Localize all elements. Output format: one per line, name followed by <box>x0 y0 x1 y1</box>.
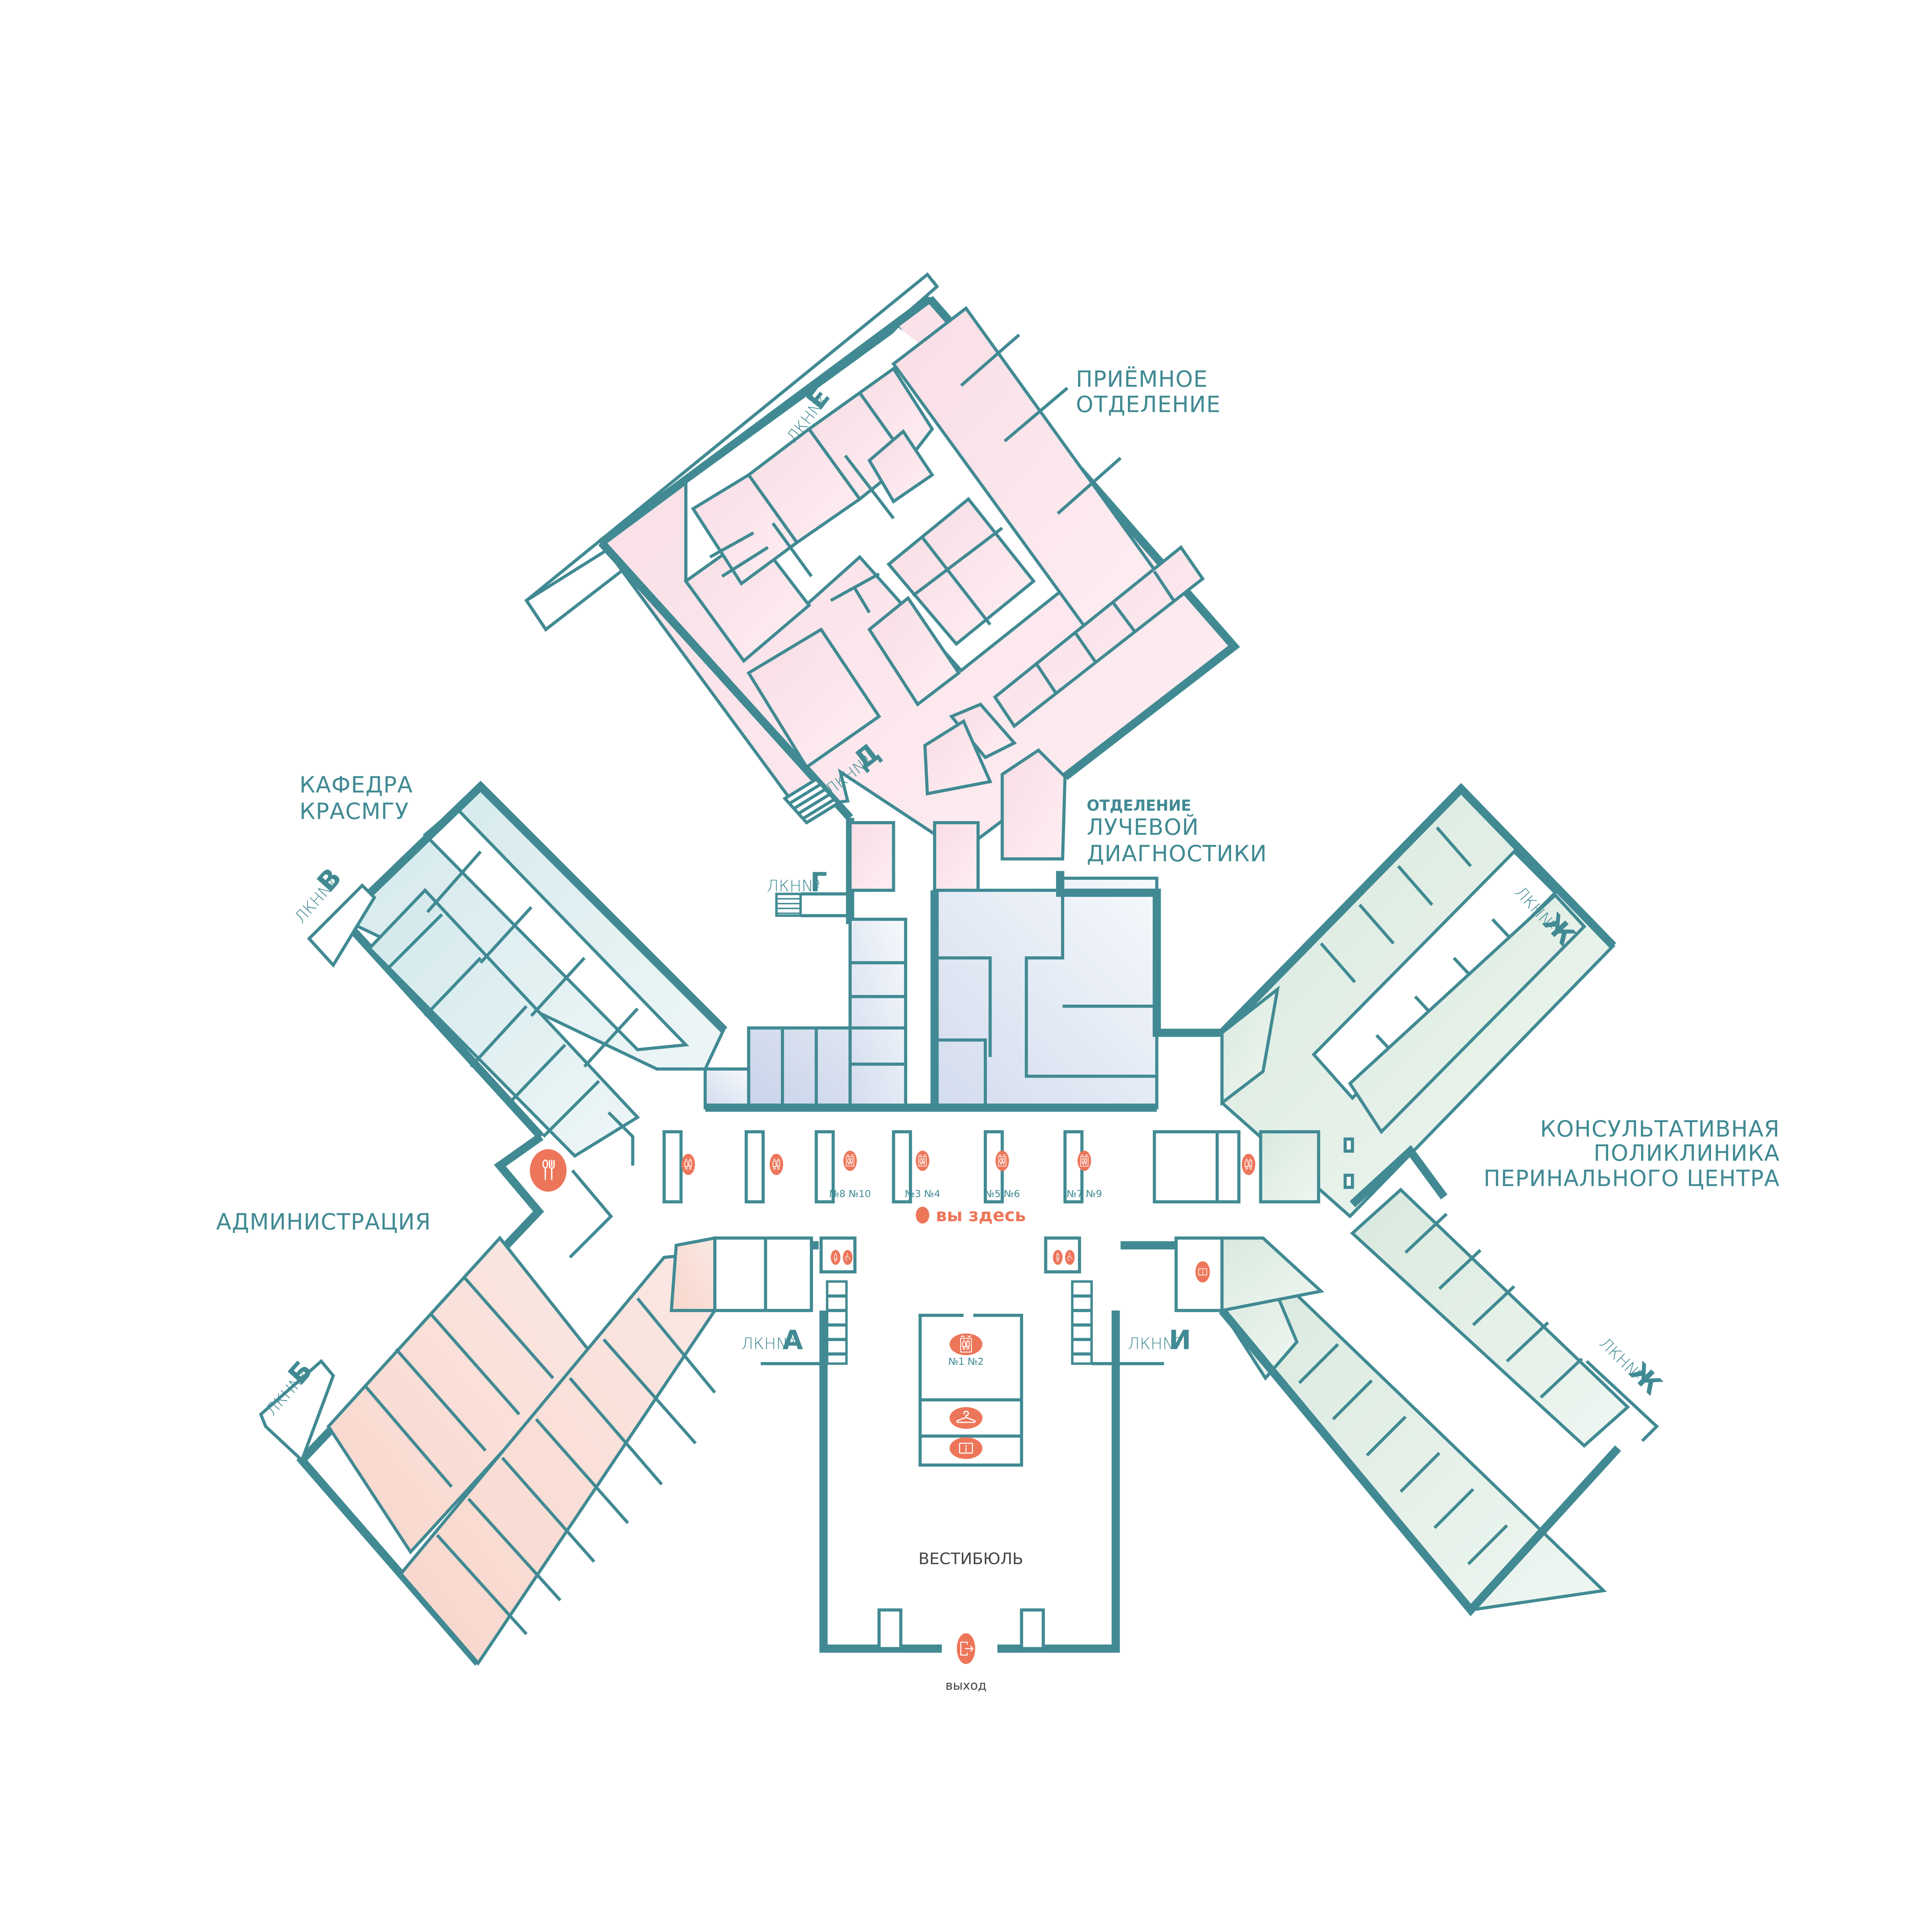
exit-label: выход <box>946 1678 986 1693</box>
restroom-icon[interactable] <box>769 1153 783 1175</box>
wheelchair-icon[interactable] <box>843 1250 853 1265</box>
you-are-here-dot <box>916 1206 929 1224</box>
wing-admission <box>524 272 1240 861</box>
elevator-number-5-6: №5 №6 <box>985 1188 1020 1199</box>
zone-label-radiology-2: ЛУЧЕВОЙ <box>1087 814 1199 840</box>
stair-prefix: ЛКН№ <box>767 877 820 895</box>
stairs-a <box>826 1280 848 1365</box>
wing-consult-lower <box>1219 1145 1659 1616</box>
wardrobe-icon[interactable] <box>949 1407 983 1429</box>
zone-label-administration: АДМИНИСТРАЦИЯ <box>216 1209 431 1235</box>
zone-label-department-1: КАФЕДРА <box>299 772 413 798</box>
zone-label-lobby: ВЕСТИБЮЛЬ <box>918 1549 1023 1568</box>
you-are-here-label: вы здесь <box>936 1205 1026 1225</box>
wing-administration <box>259 1111 717 1666</box>
elevator-number-8-10: №8 №10 <box>829 1188 871 1199</box>
zone-label-radiology-1: ОТДЕЛЕНИЕ <box>1087 797 1191 815</box>
zone-label-consultative-3: ПЕРИНАЛЬНОГО ЦЕНТРА <box>1484 1166 1780 1192</box>
elevator-icon[interactable] <box>916 1150 929 1171</box>
stairs-g <box>775 893 802 917</box>
info-icon[interactable] <box>1195 1261 1210 1283</box>
elevator-number-3-4: №3 №4 <box>905 1188 940 1199</box>
zone-label-department-2: КРАСМГУ <box>299 799 409 825</box>
stair-letter: А <box>782 1325 803 1356</box>
elevator-number-7-9: №7 №9 <box>1066 1188 1102 1199</box>
zone-labels: ПРИЁМНОЕ ОТДЕЛЕНИЕ ОТДЕЛЕНИЕ ЛУЧЕВОЙ ДИА… <box>216 366 1780 1693</box>
exit-icon[interactable] <box>957 1633 975 1664</box>
female-restroom-icon[interactable] <box>831 1250 840 1265</box>
you-are-here-marker: вы здесь <box>916 1205 1026 1225</box>
zone-label-radiology-3: ДИАГНОСТИКИ <box>1087 841 1267 867</box>
central-corridor <box>662 1103 1354 1366</box>
elevator-icon[interactable] <box>995 1150 1009 1171</box>
zone-label-admission-2: ОТДЕЛЕНИЕ <box>1076 392 1221 418</box>
stair-label-g: ЛКН№ Г <box>767 867 827 898</box>
stairs-i <box>1071 1280 1093 1365</box>
elevator-icon[interactable] <box>843 1150 857 1171</box>
zone-label-consultative-2: ПОЛИКЛИНИКА <box>1594 1140 1780 1166</box>
wing-consult-upper <box>1219 783 1616 1219</box>
restroom-icon[interactable] <box>1242 1153 1255 1175</box>
male-restroom-icon[interactable] <box>1053 1250 1063 1265</box>
wing-department <box>307 781 728 1158</box>
cafe-icon[interactable] <box>530 1149 567 1192</box>
stair-label-a: ЛКН№ А <box>742 1325 803 1356</box>
stair-prefix: ЛКН№ <box>742 1335 795 1353</box>
stair-prefix: ЛКН№ <box>1128 1335 1181 1353</box>
central-upper <box>703 818 1222 1109</box>
restroom-icon[interactable] <box>681 1153 695 1175</box>
elevator-icon[interactable] <box>949 1333 983 1355</box>
zone-label-admission-1: ПРИЁМНОЕ <box>1076 366 1208 392</box>
stair-label-i: ЛКН№ И <box>1128 1325 1191 1356</box>
stair-letter: Г <box>810 867 827 898</box>
stair-letter: И <box>1169 1325 1191 1356</box>
stairs-d <box>782 777 841 825</box>
elevator-icon[interactable] <box>1077 1150 1091 1171</box>
info-icon[interactable] <box>949 1437 983 1459</box>
icons <box>530 1149 1255 1664</box>
zone-label-consultative-1: КОНСУЛЬТАТИВНАЯ <box>1540 1116 1780 1142</box>
elevator-number-1-2: №1 №2 <box>948 1356 984 1367</box>
elevator-numbers: №8 №10 №3 №4 №5 №6 №7 №9 №1 №2 <box>829 1188 1102 1367</box>
wheelchair-icon[interactable] <box>1065 1250 1075 1265</box>
